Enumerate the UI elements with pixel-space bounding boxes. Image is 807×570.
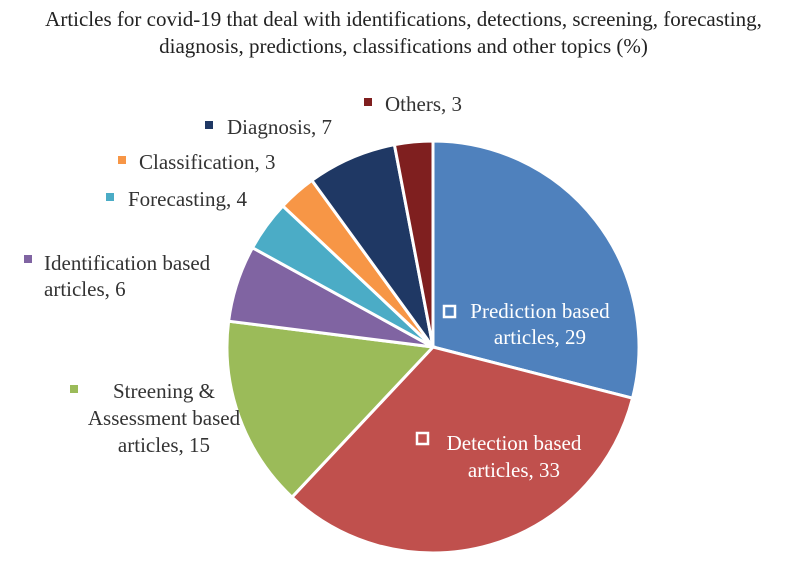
slice-label-text: Streening & bbox=[113, 379, 215, 403]
pie-slice bbox=[392, 139, 435, 348]
slice-label-marker bbox=[364, 98, 372, 106]
pie-slices bbox=[225, 139, 641, 555]
slice-label: Detection based articles, 33 bbox=[415, 431, 582, 482]
slice-label: Streening & Assessment based articles, 15 bbox=[70, 379, 241, 457]
slice-label-text: Assessment based bbox=[88, 406, 241, 430]
slice-label-text: Identification based bbox=[44, 251, 211, 275]
slice-label-text: articles, 15 bbox=[118, 433, 210, 457]
pie-slice bbox=[225, 319, 437, 500]
chart-title-line-1: Articles for covid-19 that deal with ide… bbox=[45, 7, 762, 31]
slice-label-text: Others, 3 bbox=[385, 92, 462, 116]
chart-title-line-2: diagnosis, predictions, classifications … bbox=[159, 34, 648, 58]
pie-slice bbox=[289, 345, 635, 555]
slice-label-marker bbox=[205, 121, 213, 129]
slice-label-text: articles, 29 bbox=[494, 325, 586, 349]
slice-label-text: Detection based bbox=[447, 431, 582, 455]
slice-label-text: articles, 6 bbox=[44, 277, 126, 301]
slice-label: Diagnosis, 7 bbox=[205, 115, 332, 139]
slice-label-marker bbox=[415, 431, 430, 446]
slice-label-marker bbox=[24, 255, 32, 263]
slice-label-marker bbox=[442, 304, 457, 319]
slice-label-marker bbox=[70, 385, 78, 393]
slice-label-text: Classification, 3 bbox=[139, 150, 275, 174]
slice-label-text: articles, 33 bbox=[468, 458, 560, 482]
slice-label-text: Forecasting, 4 bbox=[128, 187, 247, 211]
pie-slice bbox=[431, 139, 641, 401]
slice-label: Others, 3 bbox=[364, 92, 462, 116]
slice-label-text: Prediction based bbox=[470, 299, 610, 323]
slice-label-marker bbox=[118, 156, 126, 164]
slice-label-marker bbox=[106, 193, 114, 201]
slice-label-text: Diagnosis, 7 bbox=[227, 115, 332, 139]
slice-label: Classification, 3 bbox=[118, 150, 275, 174]
slice-label: Forecasting, 4 bbox=[106, 187, 247, 211]
